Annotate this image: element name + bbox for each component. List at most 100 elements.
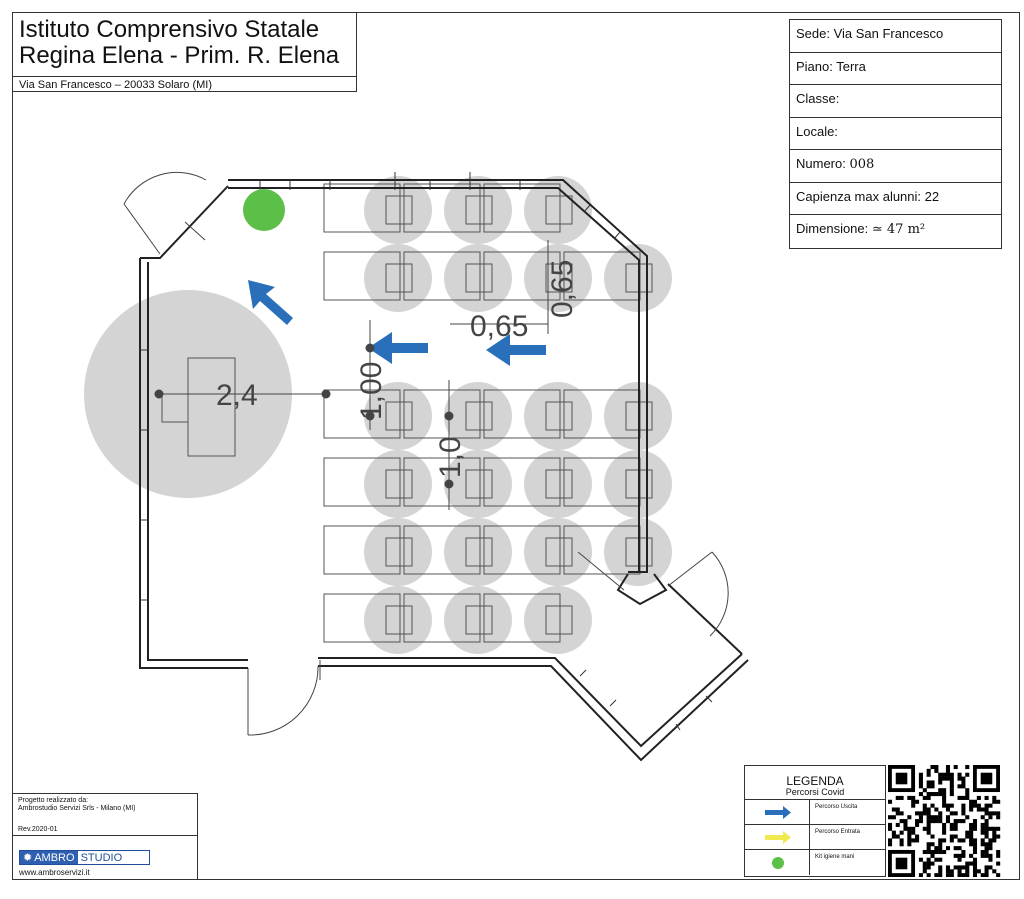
student-chair xyxy=(545,469,573,499)
student-desk xyxy=(323,183,401,233)
legend-row-entry: Percorso Entrata xyxy=(745,824,885,850)
student-desk xyxy=(403,183,481,233)
student-desk xyxy=(483,389,561,439)
info-numero: Numero: 008 xyxy=(790,150,1001,183)
school-name-line1: Istituto Comprensivo Statale xyxy=(19,16,320,43)
student-desk xyxy=(483,251,561,301)
qr-code xyxy=(888,765,1002,878)
student-desk xyxy=(323,525,401,575)
dimensione-label: Dimensione: xyxy=(796,221,872,236)
student-safety-circle xyxy=(364,518,432,586)
info-locale: Locale: xyxy=(790,118,1001,150)
student-chair xyxy=(385,605,413,635)
ambrostudio-logo: ✹AMBRO STUDIO xyxy=(19,850,150,865)
student-desk xyxy=(483,593,561,643)
student-desk xyxy=(483,525,561,575)
dim-aisle-vertical: 0,65 xyxy=(546,260,579,318)
room-info-table: Sede: Via San Francesco Piano: Terra Cla… xyxy=(789,19,1002,249)
student-safety-circle xyxy=(524,244,592,312)
dim-column-spacing: 1,0 xyxy=(434,436,467,478)
student-chair xyxy=(465,195,493,225)
yellow-arrow-icon xyxy=(765,831,791,844)
student-safety-circle xyxy=(524,586,592,654)
info-piano: Piano: Terra xyxy=(790,53,1001,85)
student-desk xyxy=(323,457,401,507)
student-chair xyxy=(465,469,493,499)
student-chair xyxy=(465,605,493,635)
legend-label-exit: Percorso Uscita xyxy=(815,804,858,810)
student-safety-circle xyxy=(524,382,592,450)
credits-block: Progetto realizzato da: Ambrostudio Serv… xyxy=(12,793,198,880)
info-classe: Classe: xyxy=(790,85,1001,118)
sun-icon: ✹ xyxy=(23,852,33,864)
info-sede: Sede: Via San Francesco xyxy=(790,20,1001,53)
drawing-frame xyxy=(12,12,1020,880)
legend-row-kit: Kit igiene mani xyxy=(745,849,885,875)
dimensione-value: ≃ 47 m² xyxy=(871,222,926,237)
blue-arrow-icon xyxy=(765,806,791,819)
student-desk xyxy=(323,593,401,643)
dimension-lines xyxy=(154,240,549,510)
safety-circles xyxy=(364,176,672,654)
dim-teacher-radius: 2,4 xyxy=(216,379,258,412)
info-capienza: Capienza max alunni: 22 xyxy=(790,183,1001,215)
numero-value: 008 xyxy=(849,157,875,172)
company-name: Ambrostudio Servizi Srls - Milano (MI) xyxy=(18,805,136,812)
student-chair xyxy=(545,605,573,635)
student-desk xyxy=(403,525,481,575)
student-safety-circle xyxy=(444,382,512,450)
revision: Rev.2020-01 xyxy=(18,826,58,833)
student-desk xyxy=(403,457,481,507)
legend-label-entry: Percorso Entrata xyxy=(815,829,861,835)
credits-divider xyxy=(13,835,197,836)
student-desk xyxy=(403,593,481,643)
website: www.ambroservizi.it xyxy=(19,868,90,877)
info-dimensione: Dimensione: ≃ 47 m² xyxy=(790,215,1001,248)
student-safety-circle xyxy=(364,450,432,518)
numero-label: Numero: xyxy=(796,156,850,171)
student-chair xyxy=(465,537,493,567)
student-safety-circle xyxy=(524,450,592,518)
student-safety-circle xyxy=(364,176,432,244)
student-chair xyxy=(385,469,413,499)
student-chair xyxy=(545,401,573,431)
student-desk xyxy=(403,389,481,439)
student-chair xyxy=(385,537,413,567)
school-address: Via San Francesco – 20033 Solaro (MI) xyxy=(19,79,213,91)
student-safety-circle xyxy=(524,518,592,586)
student-safety-circle xyxy=(364,244,432,312)
dim-aisle-horizontal: 0,65 xyxy=(470,310,528,343)
project-by-label: Progetto realizzato da: xyxy=(18,797,89,804)
title-block: Istituto Comprensivo Statale Regina Elen… xyxy=(12,12,357,92)
student-safety-circle xyxy=(444,244,512,312)
student-safety-circle xyxy=(364,586,432,654)
school-name-line2: Regina Elena - Prim. R. Elena xyxy=(19,42,340,69)
student-safety-circle xyxy=(444,518,512,586)
doors xyxy=(123,171,729,736)
student-safety-circle xyxy=(444,176,512,244)
legend-row-exit: Percorso Uscita xyxy=(745,799,885,825)
exit-arrows xyxy=(248,280,546,366)
qr-code-icon xyxy=(888,765,1001,878)
student-chair xyxy=(545,195,573,225)
credits-text: Progetto realizzato da: Ambrostudio Serv… xyxy=(18,797,135,813)
student-chair xyxy=(465,263,493,293)
student-chair xyxy=(385,401,413,431)
student-chair xyxy=(385,263,413,293)
student-desk xyxy=(483,183,561,233)
student-safety-circle xyxy=(444,586,512,654)
student-desk xyxy=(323,389,401,439)
student-safety-circle xyxy=(364,382,432,450)
title-divider xyxy=(13,76,356,77)
student-chair xyxy=(545,537,573,567)
student-chair xyxy=(465,401,493,431)
legend-title: LEGENDA xyxy=(786,774,844,788)
legend-subtitle: Percorsi Covid xyxy=(785,787,845,797)
student-desks xyxy=(323,183,653,643)
walls xyxy=(139,179,749,762)
student-desk xyxy=(483,457,561,507)
student-safety-circle xyxy=(444,450,512,518)
legend: LEGENDA Percorsi Covid Percorso Uscita P… xyxy=(744,765,886,877)
green-dot-icon xyxy=(772,857,784,869)
